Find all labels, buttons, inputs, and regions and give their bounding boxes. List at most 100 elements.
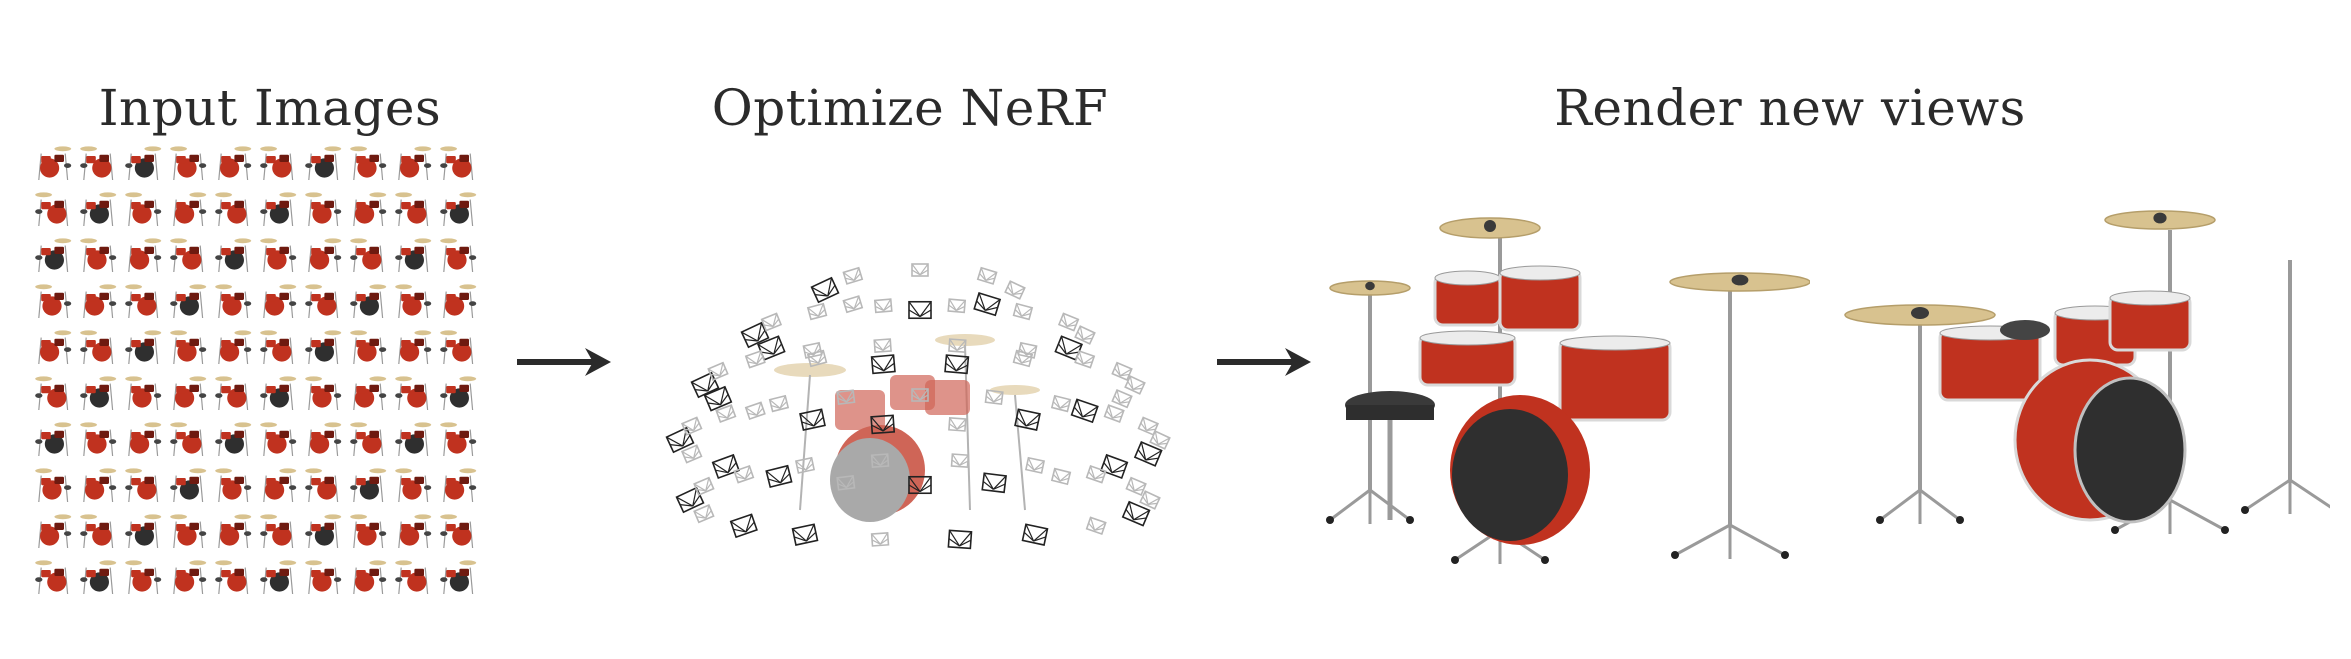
- camera-frustum-icon: [948, 338, 967, 354]
- drum-kit-thumbnail: [170, 514, 207, 549]
- camera-frustum-icon: [707, 361, 729, 382]
- drum-kit-thumbnail: [215, 284, 252, 319]
- drum-kit-thumbnail: [170, 238, 204, 273]
- drum-kit-thumbnail: [35, 376, 69, 411]
- drum-kit-thumbnail: [218, 146, 252, 181]
- camera-frustum-icon: [768, 394, 790, 413]
- camera-frustum-icon: [1133, 440, 1163, 467]
- camera-frustum-icon: [976, 266, 998, 285]
- drum-kit-thumbnail: [170, 284, 207, 319]
- drum-kit-thumbnail: [80, 376, 117, 411]
- drum-kit-thumbnail: [350, 422, 384, 457]
- camera-frustum-icon: [1057, 312, 1080, 332]
- drum-kit-thumbnail: [440, 238, 477, 273]
- camera-frustum-icon: [836, 474, 856, 491]
- camera-frustum-icon: [911, 263, 929, 277]
- drum-kit-thumbnail: [80, 560, 117, 595]
- camera-frustum-icon: [1121, 500, 1151, 527]
- drum-kit-thumbnail: [215, 422, 252, 457]
- camera-frustum-icon: [836, 389, 856, 406]
- drum-kit-thumbnail: [395, 560, 429, 595]
- camera-frustum-icon: [1099, 453, 1129, 479]
- drum-kit-thumbnail: [398, 514, 432, 549]
- drum-kit-thumbnail: [350, 468, 387, 503]
- optimize-nerf-title: Optimize NeRF: [711, 79, 1109, 137]
- camera-frustum-icon: [1070, 398, 1099, 424]
- drum-kit-thumbnail: [263, 284, 297, 319]
- camera-frustum-icon: [981, 472, 1007, 494]
- camera-frustum-icon: [1021, 523, 1049, 546]
- camera-frustum-icon: [1085, 516, 1107, 536]
- camera-frustum-icon: [1050, 394, 1072, 413]
- drum-kit-thumbnail: [125, 284, 159, 319]
- drum-kit-thumbnail: [125, 146, 162, 181]
- drum-kit-thumbnail: [260, 238, 297, 273]
- input-images-title: Input Images: [98, 79, 442, 137]
- camera-frustum-icon: [842, 295, 864, 314]
- camera-frustum-icon: [1004, 280, 1026, 300]
- drum-kit-thumbnail: [263, 468, 297, 503]
- camera-frustum-icon: [908, 300, 932, 320]
- nerf-camera-dome: [640, 180, 1200, 580]
- drum-kit-thumbnail: [260, 560, 297, 595]
- drum-kit-thumbnail: [305, 284, 339, 319]
- camera-frustum-icon: [944, 354, 970, 375]
- camera-frustum-icon: [1024, 456, 1046, 474]
- drum-kit-thumbnail: [38, 514, 72, 549]
- camera-frustum-icon: [870, 354, 896, 375]
- camera-frustum-icon: [873, 338, 892, 354]
- drum-kit-thumbnail: [305, 514, 342, 549]
- camera-frustum-icon: [744, 349, 766, 369]
- drum-kit-thumbnail: [35, 284, 72, 319]
- camera-frustum-icon: [729, 513, 758, 539]
- drum-kit-thumbnail: [260, 376, 297, 411]
- drum-kit-thumbnail: [350, 514, 387, 549]
- drum-kit-thumbnail: [440, 146, 474, 181]
- drum-kit-thumbnail: [38, 330, 72, 365]
- drum-kit-icon: [1844, 210, 2330, 534]
- camera-frustum-icon: [711, 453, 741, 479]
- drum-kit-thumbnail: [218, 330, 252, 365]
- drum-kit-thumbnail: [350, 284, 387, 319]
- camera-frustum-icon: [870, 531, 890, 547]
- camera-frustum-icon: [947, 529, 973, 550]
- render-new-views-title: Render new views: [1554, 79, 2026, 137]
- camera-frustum-icon: [802, 341, 823, 359]
- camera-frustum-icon: [744, 401, 766, 421]
- drum-kit-thumbnail: [215, 238, 252, 273]
- drum-kit-thumbnail: [440, 514, 474, 549]
- drum-kit-thumbnail: [395, 422, 432, 457]
- camera-frustum-icon: [1074, 325, 1096, 345]
- drum-kit-thumbnail: [125, 560, 162, 595]
- camera-frustum-icon: [908, 475, 932, 495]
- drum-kit-thumbnail: [305, 468, 339, 503]
- drum-kit-thumbnail: [260, 146, 294, 181]
- drum-kit-thumbnail: [35, 560, 69, 595]
- drum-kit-thumbnail: [395, 468, 432, 503]
- drum-kit-thumbnail: [215, 468, 252, 503]
- drum-kit-thumbnail: [80, 146, 114, 181]
- camera-frustum-icon: [1149, 430, 1171, 450]
- drum-kit-thumbnail: [80, 238, 117, 273]
- drum-kit-thumbnail: [170, 146, 207, 181]
- drum-kit-thumbnail: [440, 376, 477, 411]
- camera-frustum-icon: [870, 414, 896, 435]
- camera-frustum-icon: [1124, 375, 1146, 395]
- drum-kit-thumbnail: [173, 192, 207, 227]
- camera-frustum-icon: [1017, 341, 1038, 359]
- drum-kit-icon: [774, 334, 1040, 522]
- camera-frustum-icon: [806, 302, 828, 321]
- camera-frustum-icon: [680, 416, 703, 436]
- drum-kit-thumbnail: [353, 192, 387, 227]
- camera-frustum-icon: [1014, 408, 1041, 431]
- drum-kit-thumbnail: [440, 192, 477, 227]
- drum-kit-thumbnail: [173, 376, 207, 411]
- camera-frustum-icon: [693, 503, 715, 524]
- drum-kit-thumbnail: [440, 560, 477, 595]
- drum-kit-thumbnail: [83, 468, 117, 503]
- camera-frustum-icon: [810, 276, 840, 304]
- camera-frustum-icon: [870, 453, 890, 469]
- drum-kit-thumbnail: [35, 192, 69, 227]
- drum-kit-thumbnail: [308, 238, 342, 273]
- drum-kit-thumbnail: [170, 422, 204, 457]
